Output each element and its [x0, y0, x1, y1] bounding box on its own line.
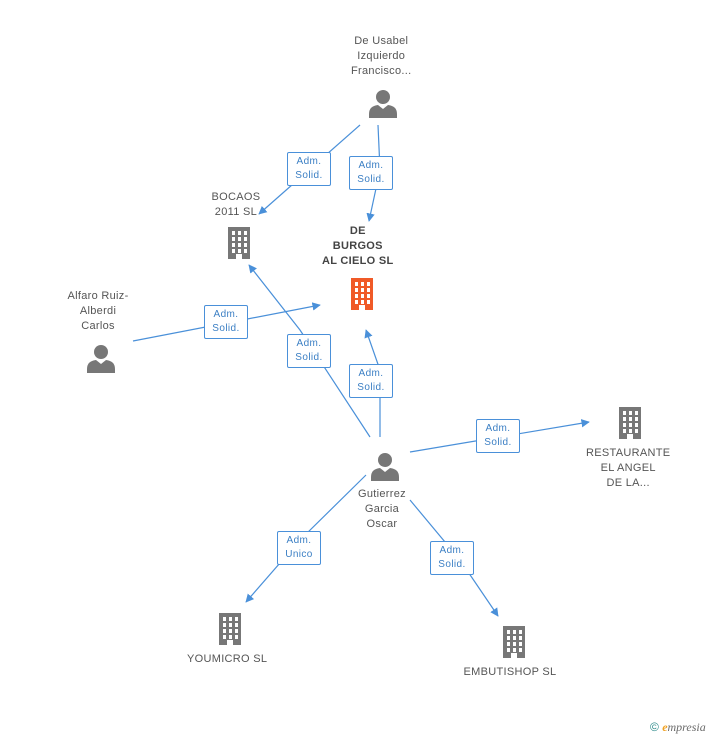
copyright-symbol: ©: [650, 720, 659, 734]
person-icon[interactable]: [368, 88, 398, 123]
edge-label-gutierrez-burgos[interactable]: Adm. Solid.: [349, 364, 393, 398]
node-label-line: EMBUTISHOP SL: [463, 666, 557, 678]
edge-label-line: Solid.: [295, 170, 323, 181]
node-label-line: 2011 SL: [214, 206, 258, 218]
edge-label-line: Adm.: [358, 160, 384, 171]
edge-label-usabel-burgos[interactable]: Adm. Solid.: [349, 156, 393, 190]
brand-logo: empresia: [662, 720, 706, 734]
node-label-line: YOUMICRO SL: [187, 653, 268, 665]
node-label-restaurante[interactable]: RESTAURANTE EL ANGEL DE LA...: [586, 446, 670, 491]
node-label-line: DE: [349, 225, 366, 237]
edge-label-line: Adm.: [439, 545, 465, 556]
edge-label-line: Solid.: [357, 382, 385, 393]
edge-label-line: Adm.: [286, 535, 312, 546]
edge-label-line: Solid.: [438, 559, 466, 570]
edge-label-line: Solid.: [357, 174, 385, 185]
edge-label-gutierrez-youmicro[interactable]: Adm. Unico: [277, 531, 321, 565]
edge-label-gutierrez-restaurante[interactable]: Adm. Solid.: [476, 419, 520, 453]
edge-label-line: Solid.: [295, 352, 323, 363]
edge-label-alfaro-burgos[interactable]: Adm. Solid.: [204, 305, 248, 339]
building-icon[interactable]: [215, 612, 245, 651]
edge-label-line: Adm.: [358, 368, 384, 379]
building-icon[interactable]: [499, 625, 529, 664]
edge-label-line: Unico: [285, 549, 313, 560]
node-label-line: Izquierdo: [357, 50, 406, 62]
node-label-line: Carlos: [81, 320, 115, 332]
node-label-line: Alberdi: [79, 305, 117, 317]
edge-label-gutierrez-bocaos[interactable]: Adm. Solid.: [287, 334, 331, 368]
edge-label-line: Solid.: [484, 437, 512, 448]
node-label-line: Francisco...: [351, 65, 412, 77]
node-label-line: DE LA...: [606, 477, 650, 489]
node-label-line: Garcia: [364, 503, 400, 515]
node-label-embutishop[interactable]: EMBUTISHOP SL: [464, 665, 557, 680]
node-label-line: AL CIELO SL: [322, 255, 394, 267]
edge-label-line: Adm.: [485, 423, 511, 434]
building-icon[interactable]: [347, 277, 377, 316]
node-label-line: EL ANGEL: [600, 462, 656, 474]
edge-label-line: Adm.: [213, 309, 239, 320]
edge-label-line: Adm.: [296, 338, 322, 349]
node-label-line: Oscar: [366, 518, 398, 530]
edge-label-line: Adm.: [296, 156, 322, 167]
building-icon[interactable]: [224, 226, 254, 265]
edge-gutierrez-bocaos: [248, 264, 371, 438]
node-label-burgos[interactable]: DE BURGOS AL CIELO SL: [322, 224, 394, 269]
edge-label-gutierrez-embutishop[interactable]: Adm. Solid.: [430, 541, 474, 575]
node-label-line: Alfaro Ruiz-: [67, 290, 129, 302]
node-label-line: De Usabel: [354, 35, 409, 47]
node-label-youmicro[interactable]: YOUMICRO SL: [187, 652, 267, 667]
edge-label-usabel-bocaos[interactable]: Adm. Solid.: [287, 152, 331, 186]
edge-label-line: Solid.: [212, 323, 240, 334]
building-icon[interactable]: [615, 406, 645, 445]
person-icon[interactable]: [86, 343, 116, 378]
person-icon[interactable]: [370, 451, 400, 486]
node-label-line: Gutierrez: [358, 488, 406, 500]
node-label-bocaos[interactable]: BOCAOS 2011 SL: [212, 190, 261, 220]
node-label-line: RESTAURANTE: [586, 447, 671, 459]
footer-brand: © empresia: [650, 720, 706, 735]
node-label-line: BOCAOS: [211, 191, 261, 203]
node-label-line: BURGOS: [332, 240, 383, 252]
